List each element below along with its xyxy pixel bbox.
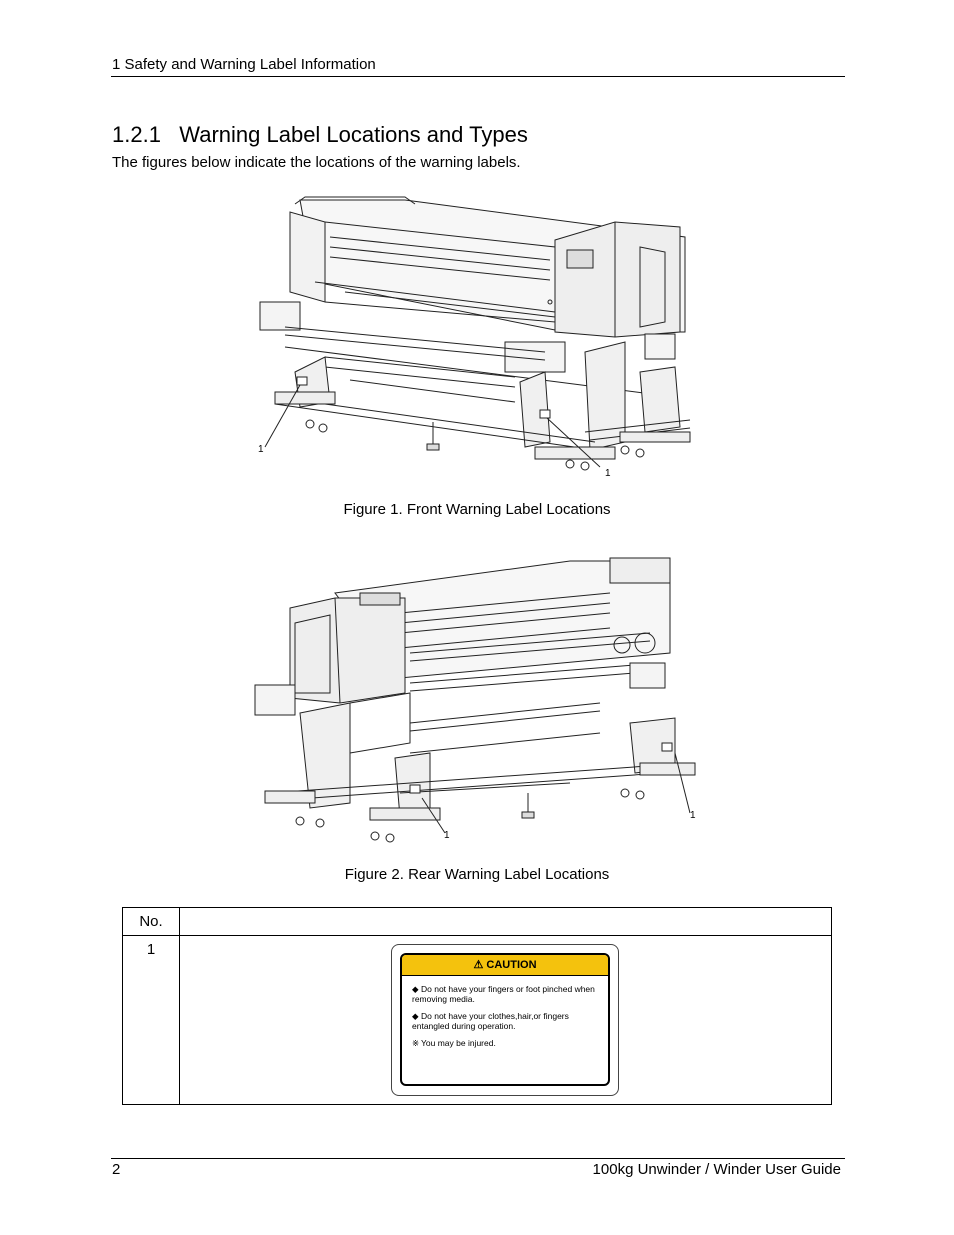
figure-caption: Figure 2. Rear Warning Label Locations <box>344 866 610 883</box>
table-row: 1 ⚠ CAUTION ◆Do not have your fingers or… <box>122 935 832 1105</box>
footer-rule <box>111 1158 845 1159</box>
warning-triangle-icon: ⚠ <box>473 959 484 971</box>
header-rule <box>111 76 845 77</box>
intro-paragraph: The figures below indicate the locations… <box>112 154 521 171</box>
diamond-bullet-icon: ◆ <box>412 984 419 994</box>
table-header-no: No. <box>122 907 180 936</box>
caution-text: You may be injured. <box>421 1038 496 1048</box>
rear-view-illustration <box>254 557 696 843</box>
section-title: 1.2.1 Warning Label Locations and Types <box>112 122 528 147</box>
caution-text: Do not have your clothes,hair,or fingers… <box>412 1011 569 1031</box>
callout-number: 1 <box>444 830 450 841</box>
table-cell-label: ⚠ CAUTION ◆Do not have your fingers or f… <box>179 935 832 1105</box>
page-number: 2 <box>112 1161 121 1178</box>
figure-caption: Figure 1. Front Warning Label Locations <box>343 501 611 518</box>
running-header: 1 Safety and Warning Label Information <box>112 56 376 73</box>
document-title: 100kg Unwinder / Winder User Guide <box>592 1161 841 1178</box>
callout-number: 1 <box>690 810 696 821</box>
warning-label-table: No. 1 ⚠ CAUTION ◆Do not have your finger… <box>122 907 832 1105</box>
front-view-illustration <box>259 196 691 471</box>
diamond-bullet-icon: ◆ <box>412 1011 419 1021</box>
table-header-row: No. <box>122 907 832 936</box>
reference-mark-icon: ※ <box>412 1038 420 1048</box>
callout-number: 1 <box>258 444 264 455</box>
table-cell-no: 1 <box>122 935 180 1105</box>
table-header-label <box>179 907 832 936</box>
caution-header: ⚠ CAUTION <box>402 955 608 976</box>
callout-number: 1 <box>605 468 611 479</box>
caution-label: ⚠ CAUTION ◆Do not have your fingers or f… <box>391 944 619 1096</box>
caution-text: Do not have your fingers or foot pinched… <box>412 984 595 1004</box>
